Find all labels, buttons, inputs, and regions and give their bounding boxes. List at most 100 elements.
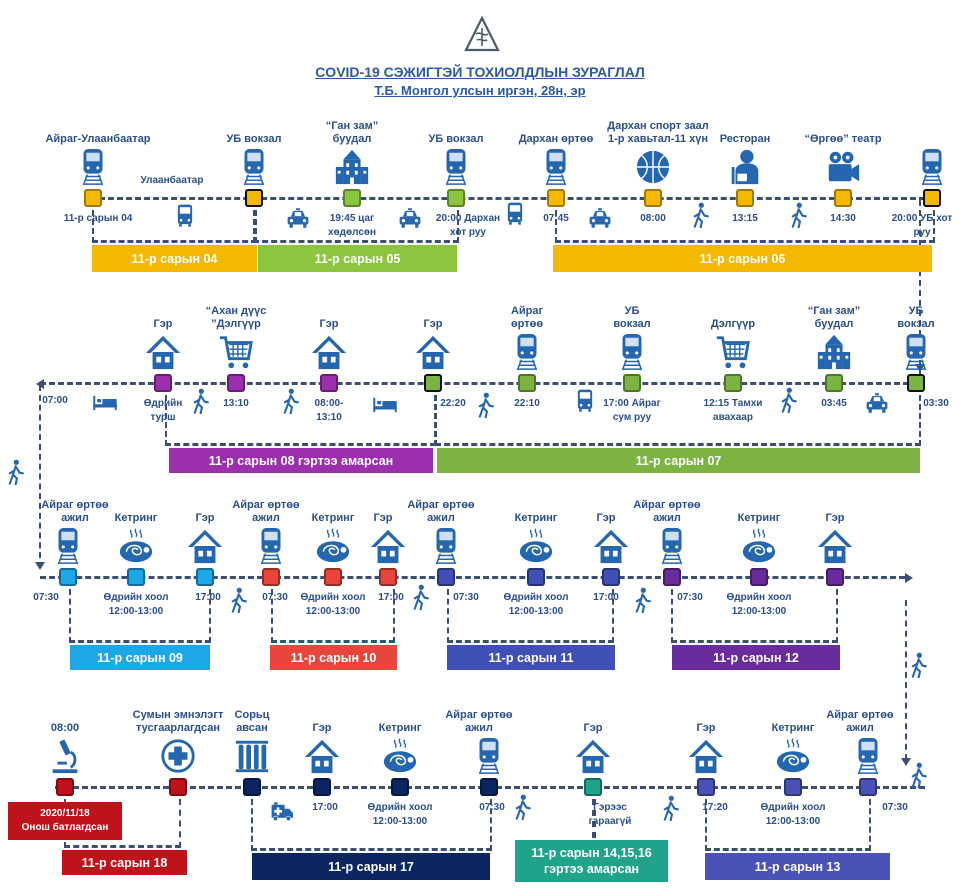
location-label: Дархан спорт заал 1-р хавьтал-11 хүн [607, 120, 709, 145]
timeline-node[interactable] [324, 568, 342, 586]
time-label: 07:30 [882, 802, 908, 813]
timeline-node[interactable] [663, 568, 681, 586]
timeline-node[interactable] [245, 189, 263, 207]
timeline-node[interactable] [826, 568, 844, 586]
car-icon [864, 390, 890, 416]
timeline-node[interactable] [196, 568, 214, 586]
house-icon [303, 737, 341, 775]
time-label: 07:30 [33, 592, 59, 603]
connector-line [39, 385, 41, 568]
timeline-node[interactable] [736, 189, 754, 207]
date-bracket [69, 589, 211, 643]
timeline-node[interactable] [227, 374, 245, 392]
timeline-node[interactable] [697, 778, 715, 796]
timeline-node[interactable] [527, 568, 545, 586]
bed-icon [372, 390, 398, 416]
location-label: Гэр [153, 318, 173, 330]
walk-icon [905, 762, 931, 788]
location-label: Айраг өртөө ажил [826, 709, 894, 734]
date-bar: 11-р сарын 14,15,16 гэртээ амарсан [515, 840, 668, 882]
timeline-node[interactable] [623, 374, 641, 392]
timeline-node[interactable] [907, 374, 925, 392]
date-bar: 11-р сарын 10 [270, 645, 397, 670]
timeline-node[interactable] [437, 568, 455, 586]
timeline-node[interactable] [825, 374, 843, 392]
time-label: Өдрийн хоол 12:00-13:00 [760, 802, 826, 827]
timeline-node[interactable] [154, 374, 172, 392]
date-bracket [447, 589, 614, 643]
timeline-node[interactable] [320, 374, 338, 392]
location-label: УБ вокзал [613, 305, 651, 330]
walk-icon [775, 387, 801, 413]
location-label: “Ган зам” буудал [325, 120, 379, 145]
camera-icon [824, 148, 862, 186]
timeline-node[interactable] [243, 778, 261, 796]
catering-icon [517, 527, 555, 565]
timeline-node[interactable] [923, 189, 941, 207]
timeline-node[interactable] [447, 189, 465, 207]
building-icon [333, 148, 371, 186]
train-icon [897, 333, 935, 371]
timeline-node[interactable] [602, 568, 620, 586]
bus-icon [172, 202, 198, 228]
timeline-node[interactable] [313, 778, 331, 796]
date-bar: 11-р сарын 18 [62, 850, 187, 875]
train-icon [653, 527, 691, 565]
walk-icon [277, 388, 303, 414]
walk-icon [2, 459, 28, 485]
timeline-node[interactable] [379, 568, 397, 586]
location-label: Кетринг [514, 512, 558, 524]
basketball-icon [634, 148, 672, 186]
timeline-node[interactable] [480, 778, 498, 796]
date-bar: 11-р сарын 08 гэртээ амарсан [169, 448, 433, 473]
timeline-node[interactable] [859, 778, 877, 796]
timeline-node[interactable] [391, 778, 409, 796]
time-label: 20:00 Дархан хот руу [435, 213, 501, 238]
house-icon [310, 333, 348, 371]
location-label: Айраг өртөө ажил [445, 709, 513, 734]
date-bracket [92, 210, 257, 243]
location-label: Гэр [195, 512, 215, 524]
car-icon [285, 205, 311, 231]
timeline-node[interactable] [84, 189, 102, 207]
timeline-node[interactable] [518, 374, 536, 392]
walk-icon [785, 202, 811, 228]
time-label: Өдрийн хоол 12:00-13:00 [503, 592, 569, 617]
timeline-node[interactable] [56, 778, 74, 796]
timeline-node[interactable] [127, 568, 145, 586]
location-label: Кетринг [114, 512, 158, 524]
date-bracket [253, 210, 459, 243]
timeline-node[interactable] [169, 778, 187, 796]
timeline-node[interactable] [59, 568, 77, 586]
time-label: 07:45 [543, 213, 569, 224]
date-bar: 11-р сарын 11 [447, 645, 615, 670]
timeline-node[interactable] [644, 189, 662, 207]
timeline-node[interactable] [262, 568, 280, 586]
time-label: Өдрийн хоол 12:00-13:00 [103, 592, 169, 617]
timeline-node[interactable] [750, 568, 768, 586]
arrow-down-icon [35, 562, 45, 570]
timeline-node[interactable] [584, 778, 602, 796]
train-icon [508, 333, 546, 371]
arrow-right-icon [905, 573, 913, 583]
timeline-node[interactable] [784, 778, 802, 796]
transport-label: Улаанбаатар [140, 175, 204, 186]
train-icon [74, 148, 112, 186]
page-title: COVID-19 СЭЖИГТЭЙ ТОХИОЛДЛЫН ЗУРАГЛАЛ [315, 64, 645, 80]
connector-line [919, 200, 921, 376]
time-label: Өдрийн хоол 12:00-13:00 [300, 592, 366, 617]
house-icon [369, 527, 407, 565]
date-bar: 11-р сарын 06 [553, 245, 932, 272]
timeline-node[interactable] [343, 189, 361, 207]
walk-icon [657, 795, 683, 821]
timeline-node[interactable] [547, 189, 565, 207]
timeline-node[interactable] [724, 374, 742, 392]
timeline-node[interactable] [834, 189, 852, 207]
timeline-node[interactable] [424, 374, 442, 392]
cart-icon [714, 333, 752, 371]
time-label: 03:45 [821, 398, 847, 409]
time-label: 07:30 [677, 592, 703, 603]
time-label: 14:30 [830, 213, 856, 224]
time-label: 17:00 [195, 592, 221, 603]
location-label: Гэр [583, 722, 603, 734]
